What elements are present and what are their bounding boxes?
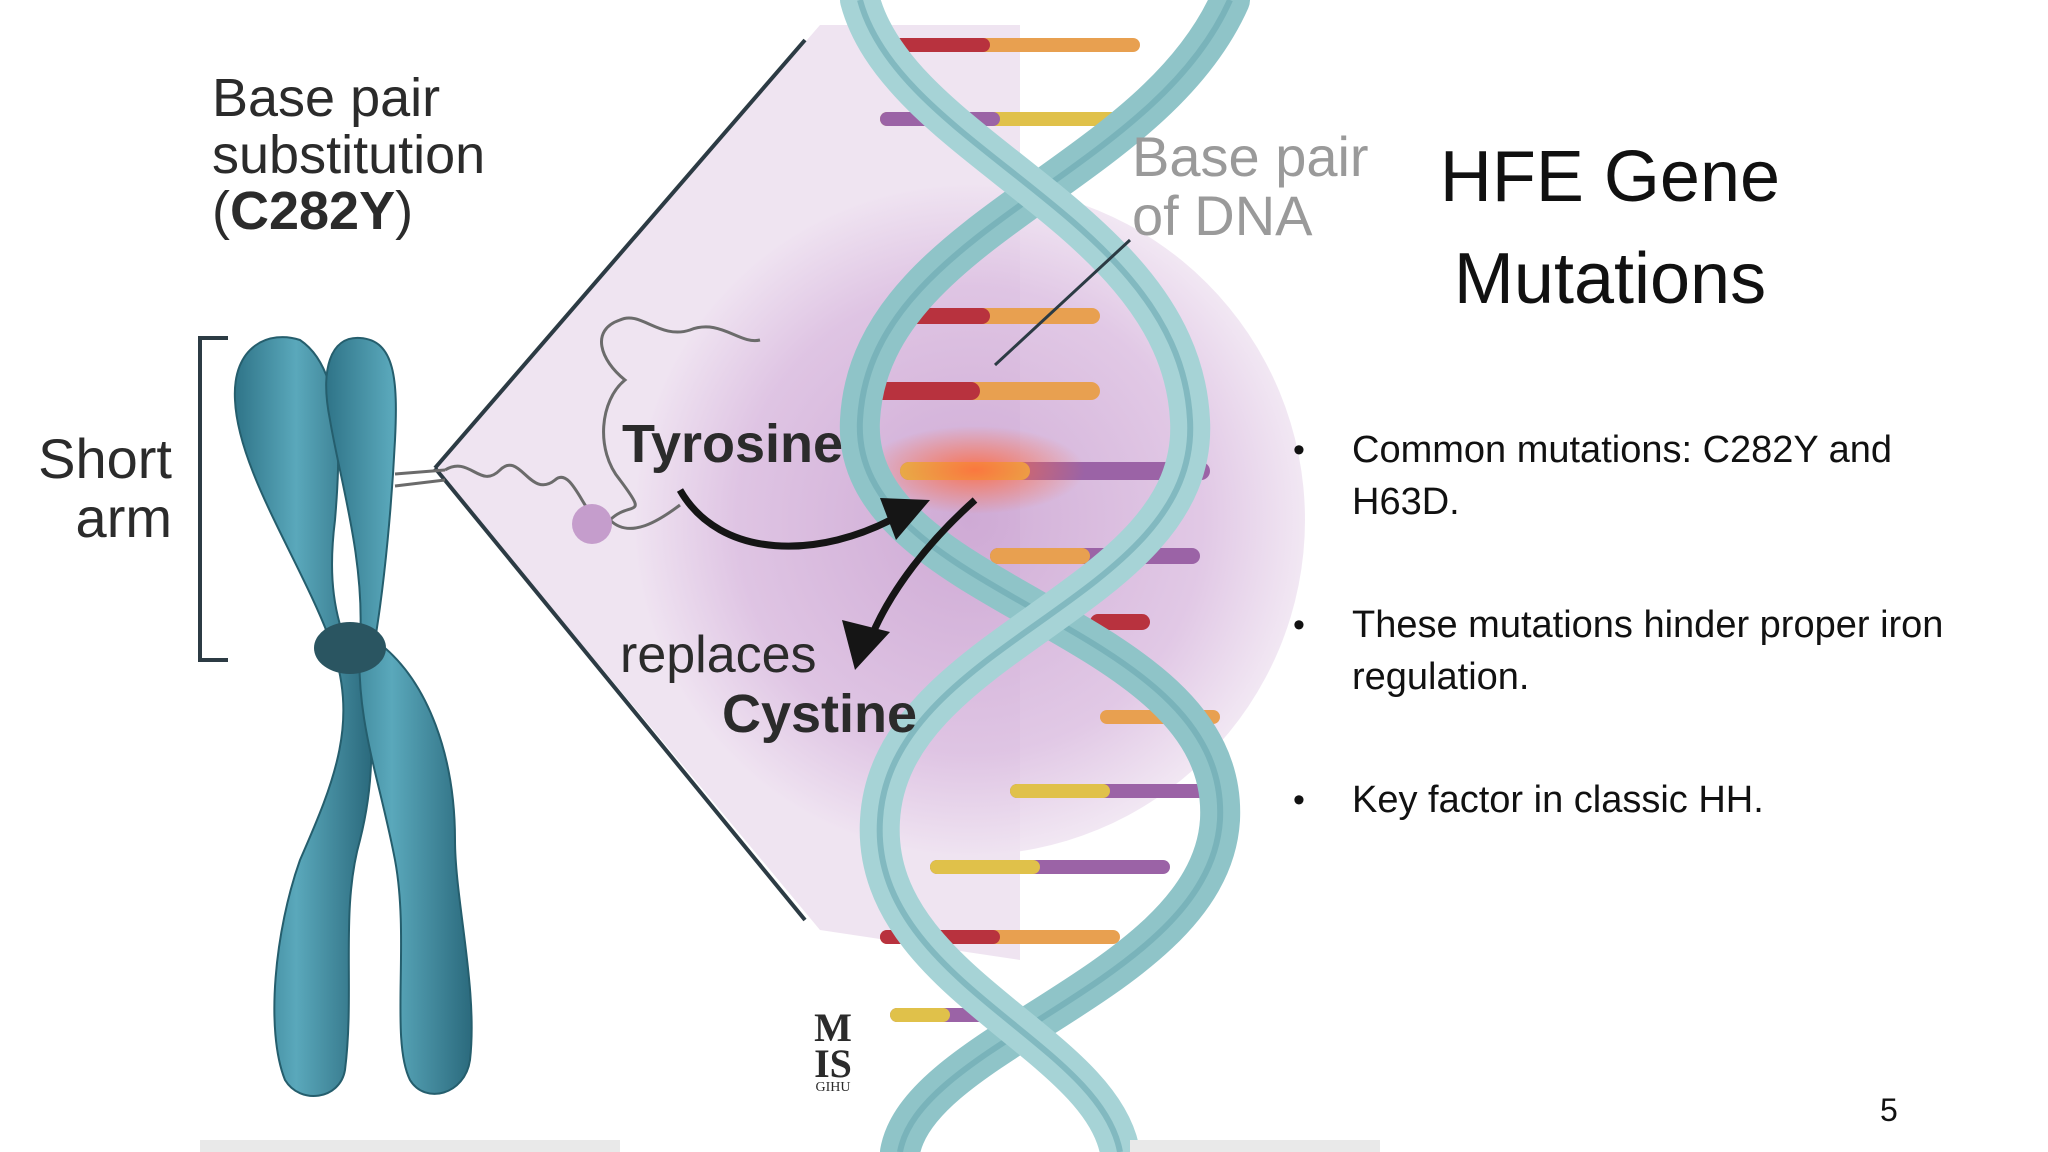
title-line: HFE Gene <box>1439 137 1781 217</box>
rung <box>990 548 1090 564</box>
label-line: arm <box>75 485 172 549</box>
rung <box>860 382 980 400</box>
base-pair-of-dna-label: Base pair of DNA <box>1132 125 1369 247</box>
dna-backbone-a-shade <box>856 0 1233 1152</box>
short-arm-bracket <box>198 336 228 662</box>
arrow-to-cystine <box>866 497 978 642</box>
watermark-letter: IS <box>814 1041 852 1086</box>
base-pair-substitution-label: Base pair substitution (C282Y) <box>212 70 485 240</box>
bottom-fade <box>1130 1140 1380 1152</box>
label-line: substitution <box>212 124 486 185</box>
rung <box>890 1008 950 1022</box>
rung <box>1010 784 1110 798</box>
label-line: Base pair <box>212 68 441 128</box>
dna-backbone-b-shade <box>857 0 1194 1152</box>
tyrosine-label: Tyrosine <box>622 414 844 474</box>
label-line: (C282Y) <box>212 183 485 240</box>
label-line: Short <box>38 427 172 490</box>
label-paren: ) <box>395 181 414 242</box>
zoom-cone-edge-top <box>433 38 807 470</box>
bullet-dot-icon: • <box>1293 781 1305 819</box>
rung <box>930 860 1040 874</box>
bullet-text: Common mutations: C282Y and H63D. <box>1352 429 1893 523</box>
watermark-letter: M <box>814 1005 852 1050</box>
bullet-text: These mutations hinder proper iron regul… <box>1352 604 1944 698</box>
bullet-dot-icon: • <box>1293 431 1305 469</box>
bullet-item: • Key factor in classic HH. <box>1285 774 1945 826</box>
bullet-item: • These mutations hinder proper iron reg… <box>1285 599 1945 703</box>
arrow-cystine-head <box>842 620 890 670</box>
bullet-list: • Common mutations: C282Y and H63D. • Th… <box>1285 424 1945 897</box>
rung <box>880 38 990 52</box>
slide-title: HFE Gene Mutations <box>1380 126 1840 330</box>
cystine-label: Cystine <box>722 684 918 744</box>
label-line: Base pair <box>1132 125 1369 188</box>
short-arm-label: Short arm <box>30 427 172 549</box>
amino-acid-chain <box>444 316 761 530</box>
bullet-text: Key factor in classic HH. <box>1352 779 1764 821</box>
arrow-tyrosine-head <box>880 498 930 540</box>
rung <box>1090 614 1150 630</box>
page-number: 5 <box>1880 1092 1898 1128</box>
label-paren: ( <box>212 181 230 242</box>
bullet-item: • Common mutations: C282Y and H63D. <box>1285 424 1945 528</box>
zoom-cone-edge-bottom <box>433 466 807 922</box>
title-line: Mutations <box>1453 239 1767 319</box>
label-line: of DNA <box>1132 183 1313 247</box>
dna-callout-line <box>993 238 1132 367</box>
chromosome-tether <box>394 468 446 488</box>
mutation-code: C282Y <box>229 181 396 242</box>
bottom-fade <box>200 1140 620 1152</box>
publisher-watermark: M IS GIHU <box>808 1005 858 1095</box>
bullet-dot-icon: • <box>1293 606 1305 644</box>
watermark-caption: GIHU <box>815 1080 851 1095</box>
mutation-glow <box>865 426 1085 514</box>
hfe-mutation-diagram <box>198 0 1380 1152</box>
replaces-label: replaces <box>620 626 817 684</box>
chromosome <box>233 336 473 1097</box>
amino-acid-bead <box>572 504 612 544</box>
arrow-tyrosine-to-dna <box>676 488 902 550</box>
